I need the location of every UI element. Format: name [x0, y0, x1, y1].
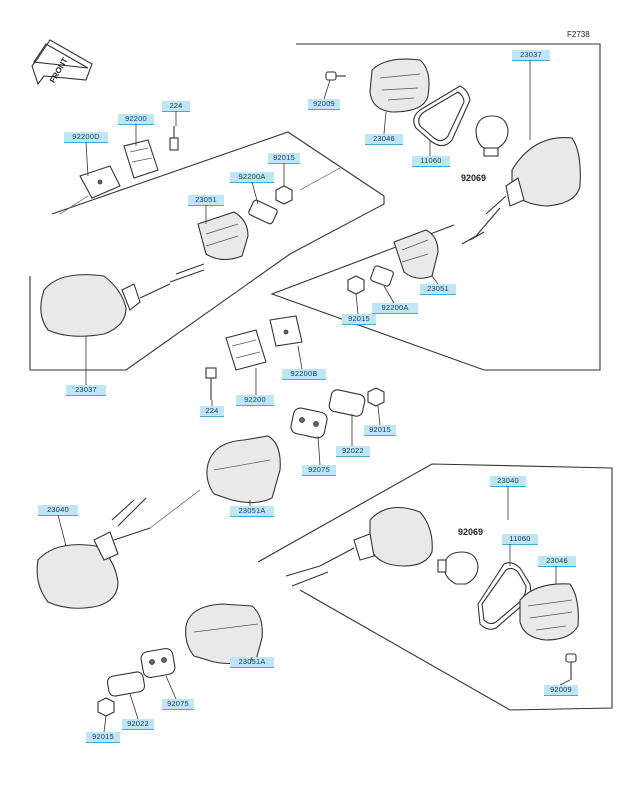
- nut-92015-left: [275, 185, 293, 205]
- bulb-bottom: [437, 551, 479, 585]
- part-label: 23040: [38, 505, 78, 516]
- mount-23051-left: [197, 211, 249, 261]
- part-label: 23040: [490, 476, 526, 487]
- group-outline-top-right: [270, 43, 601, 371]
- part-label: 92009: [544, 685, 578, 696]
- part-label: 92200A: [372, 303, 418, 314]
- part-label: 92200D: [64, 132, 108, 143]
- bracket-92200-mid: [225, 329, 267, 371]
- mount-23051-right: [393, 229, 439, 279]
- plate-92022-mid: [328, 389, 366, 417]
- part-label: 92015: [268, 153, 300, 164]
- mount-23051A-mid: [206, 435, 281, 504]
- mount-23051A-bottom: [185, 603, 263, 665]
- part-label: 224: [162, 101, 190, 112]
- plate-92200D: [79, 165, 121, 199]
- part-label: 11060: [502, 534, 538, 545]
- turn-signal-23040-left: [36, 497, 151, 609]
- grommet-92075-bottom: [140, 647, 176, 679]
- part-label: 23046: [365, 134, 403, 145]
- nut-92015-bottom: [97, 697, 115, 717]
- nut-92015-right: [347, 275, 365, 295]
- part-label: 92200: [236, 395, 274, 406]
- gasket-11060-top: [413, 85, 471, 147]
- part-label: 92015: [342, 314, 376, 325]
- screw-92009-bottom: [565, 653, 577, 680]
- part-label: 92075: [302, 465, 336, 476]
- plate-92200A-left: [248, 199, 278, 225]
- bolt-224-top: [169, 126, 179, 151]
- part-label: 224: [200, 406, 224, 417]
- turn-signal-23040-right: [285, 506, 433, 587]
- turn-signal-23037-left: [40, 274, 171, 337]
- part-label: 23051A: [230, 657, 274, 668]
- turn-signal-23037-right: [461, 137, 581, 245]
- lens-23046-bottom: [519, 583, 579, 641]
- bolt-224-mid: [205, 367, 217, 400]
- part-label: 92009: [308, 99, 340, 110]
- lens-23046-top: [369, 58, 430, 113]
- part-label: 92015: [364, 425, 396, 436]
- bracket-92200-top: [123, 139, 159, 179]
- part-label: 92022: [336, 446, 370, 457]
- group-outline-bottom-right: [257, 463, 613, 711]
- screw-92009-top: [325, 71, 346, 81]
- nut-92015-mid: [367, 387, 385, 407]
- part-label: 23051: [420, 284, 456, 295]
- part-label: 23051: [188, 195, 224, 206]
- part-label: 92200: [118, 114, 154, 125]
- callout-92069-top: 92069: [461, 173, 487, 183]
- part-label: 23046: [538, 556, 576, 567]
- part-label: 92022: [122, 719, 154, 730]
- front-arrow-icon: [31, 39, 93, 86]
- part-label: 92200B: [282, 369, 326, 380]
- figure-code: F2738: [567, 30, 590, 39]
- part-label: 92015: [86, 732, 120, 743]
- part-label: 92200A: [230, 172, 274, 183]
- part-label: 23037: [66, 385, 106, 396]
- grommet-92075-mid: [290, 407, 328, 439]
- part-label: 11060: [412, 156, 450, 167]
- part-label: 23051A: [230, 506, 274, 517]
- plate-92022-bottom: [106, 671, 146, 697]
- plate-92200A-right: [370, 265, 394, 287]
- part-label: 92075: [162, 699, 194, 710]
- bulb-top: [475, 115, 509, 157]
- group-outline-top-left: [29, 131, 385, 371]
- callout-92069-bottom: 92069: [458, 527, 484, 537]
- plate-92200B: [269, 315, 303, 347]
- part-label: 23037: [512, 50, 550, 61]
